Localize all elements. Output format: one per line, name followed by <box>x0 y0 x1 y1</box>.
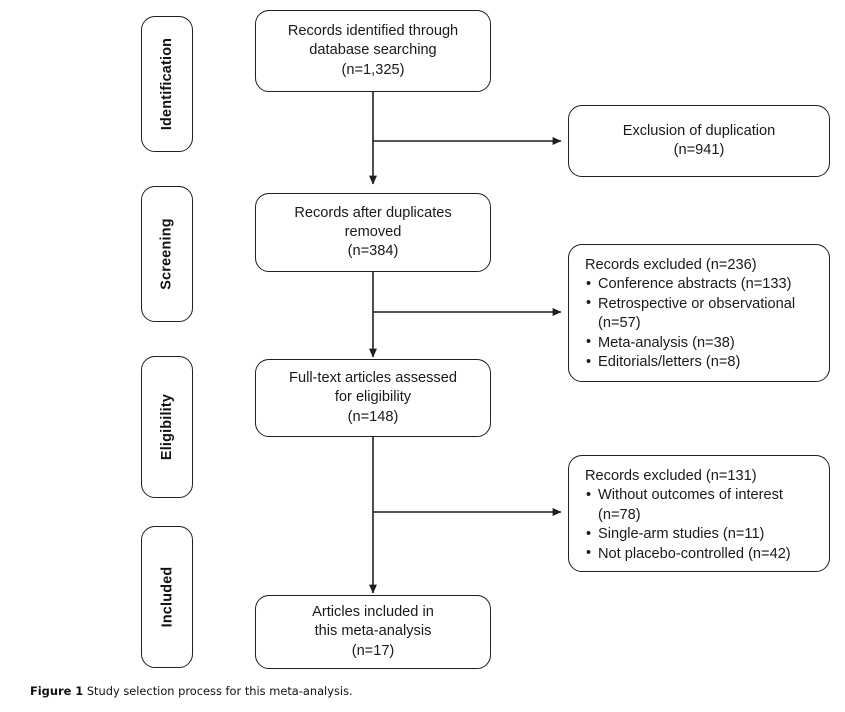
node-text: Records after duplicates removed (n=384) <box>294 204 452 260</box>
exclusion-reason-list: Conference abstracts (n=133) Retrospecti… <box>585 275 819 372</box>
stage-label-text: Eligibility <box>159 393 176 461</box>
exclusion-list-wrapper: Records excluded (n=236) Conference abst… <box>569 245 829 380</box>
figure-caption-label: Figure 1 <box>30 684 84 698</box>
exclusion-list-heading: Records excluded (n=131) <box>585 468 757 484</box>
stage-label-identification: Identification <box>141 16 193 152</box>
node-fulltext-assessed: Full-text articles assessed for eligibil… <box>255 359 491 437</box>
node-text: Records identified through database sear… <box>287 23 459 78</box>
node-text: Full-text articles assessed for eligibil… <box>289 370 457 425</box>
list-item: Retrospective or observational (n=57) <box>585 294 819 334</box>
node-text: Exclusion of duplication (n=941) <box>622 122 776 158</box>
figure-caption: Figure 1 Study selection process for thi… <box>30 684 820 698</box>
stage-label-text: Identification <box>159 37 175 131</box>
stage-label-text: Screening <box>159 218 176 290</box>
list-item: Without outcomes of interest (n=78) <box>585 486 819 525</box>
list-item: Conference abstracts (n=133) <box>585 275 819 295</box>
stage-label-screening: Screening <box>141 186 193 322</box>
stage-label-included: Included <box>141 526 193 668</box>
node-records-identified: Records identified through database sear… <box>255 10 491 92</box>
exclusion-reason-list: Without outcomes of interest (n=78) Sing… <box>585 486 819 564</box>
exclusion-list-wrapper: Records excluded (n=131) Without outcome… <box>569 456 829 572</box>
list-item: Meta-analysis (n=38) <box>585 333 819 353</box>
node-articles-included: Articles included in this meta-analysis … <box>255 595 491 669</box>
node-records-excluded-eligibility: Records excluded (n=131) Without outcome… <box>568 455 830 572</box>
stage-label-text: Included <box>159 566 176 628</box>
node-exclusion-of-duplication: Exclusion of duplication (n=941) <box>568 105 830 177</box>
exclusion-list-heading: Records excluded (n=236) <box>585 257 757 273</box>
node-text: Articles included in this meta-analysis … <box>312 604 434 659</box>
figure-caption-text: Study selection process for this meta-an… <box>86 684 353 698</box>
node-records-after-duplicates: Records after duplicates removed (n=384) <box>255 193 491 272</box>
stage-label-eligibility: Eligibility <box>141 356 193 498</box>
list-item: Not placebo-controlled (n=42) <box>585 544 819 564</box>
list-item: Editorials/letters (n=8) <box>585 353 819 373</box>
node-records-excluded-screening: Records excluded (n=236) Conference abst… <box>568 244 830 382</box>
list-item: Single-arm studies (n=11) <box>585 525 819 545</box>
